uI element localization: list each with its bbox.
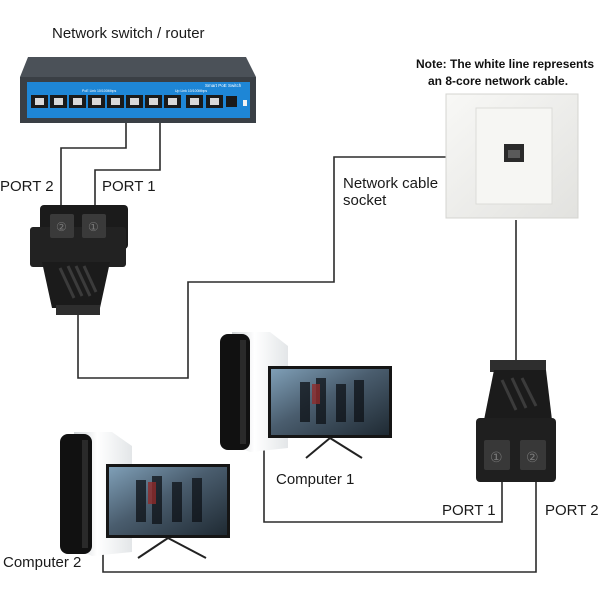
socket-label-line-1: Network cable [343,175,439,192]
cable-port1-to-computer1 [263,448,503,523]
computer1-label: Computer 1 [276,471,355,488]
switch-brand-label: Smart PoE Switch [205,83,242,88]
bottom-port1-label: PORT 1 [442,502,496,519]
computer2-label: Computer 2 [3,554,82,571]
socket-label-line-2: socket [343,192,387,209]
note-line-1: Note: The white line represents [416,57,595,71]
cable-top-adapter-to-socket [77,156,446,379]
cable-switch-to-port2 [60,121,127,205]
top-port2-label: PORT 2 [0,178,54,195]
svg-text:①: ① [88,220,99,234]
cable-port2-to-computer2 [102,482,537,573]
network-switch-icon: Smart PoE Switch PoE Link 10/100Mbps Up … [20,57,256,123]
svg-text:②: ② [56,220,67,234]
cable-switch-to-port1 [94,121,161,205]
bottom-port2-label: PORT 2 [545,502,599,519]
bottom-splitter-adapter-icon: ① ② [476,360,556,482]
cable-lines [60,121,537,573]
note-line-2: an 8-core network cable. [428,74,569,88]
switch-title-label: Network switch / router [52,25,205,42]
switch-poe-label: PoE Link 10/100Mbps [82,89,116,93]
computer1-monitor-icon [268,366,392,459]
top-port1-label: PORT 1 [102,178,156,195]
svg-text:②: ② [526,450,539,466]
switch-uplink-label: Up Link 10/100Mbps [175,89,207,93]
svg-text:①: ① [490,450,503,466]
wall-socket-icon [445,93,579,219]
computer2-monitor-icon [106,464,230,559]
top-splitter-adapter-icon: ② ① [30,205,128,315]
